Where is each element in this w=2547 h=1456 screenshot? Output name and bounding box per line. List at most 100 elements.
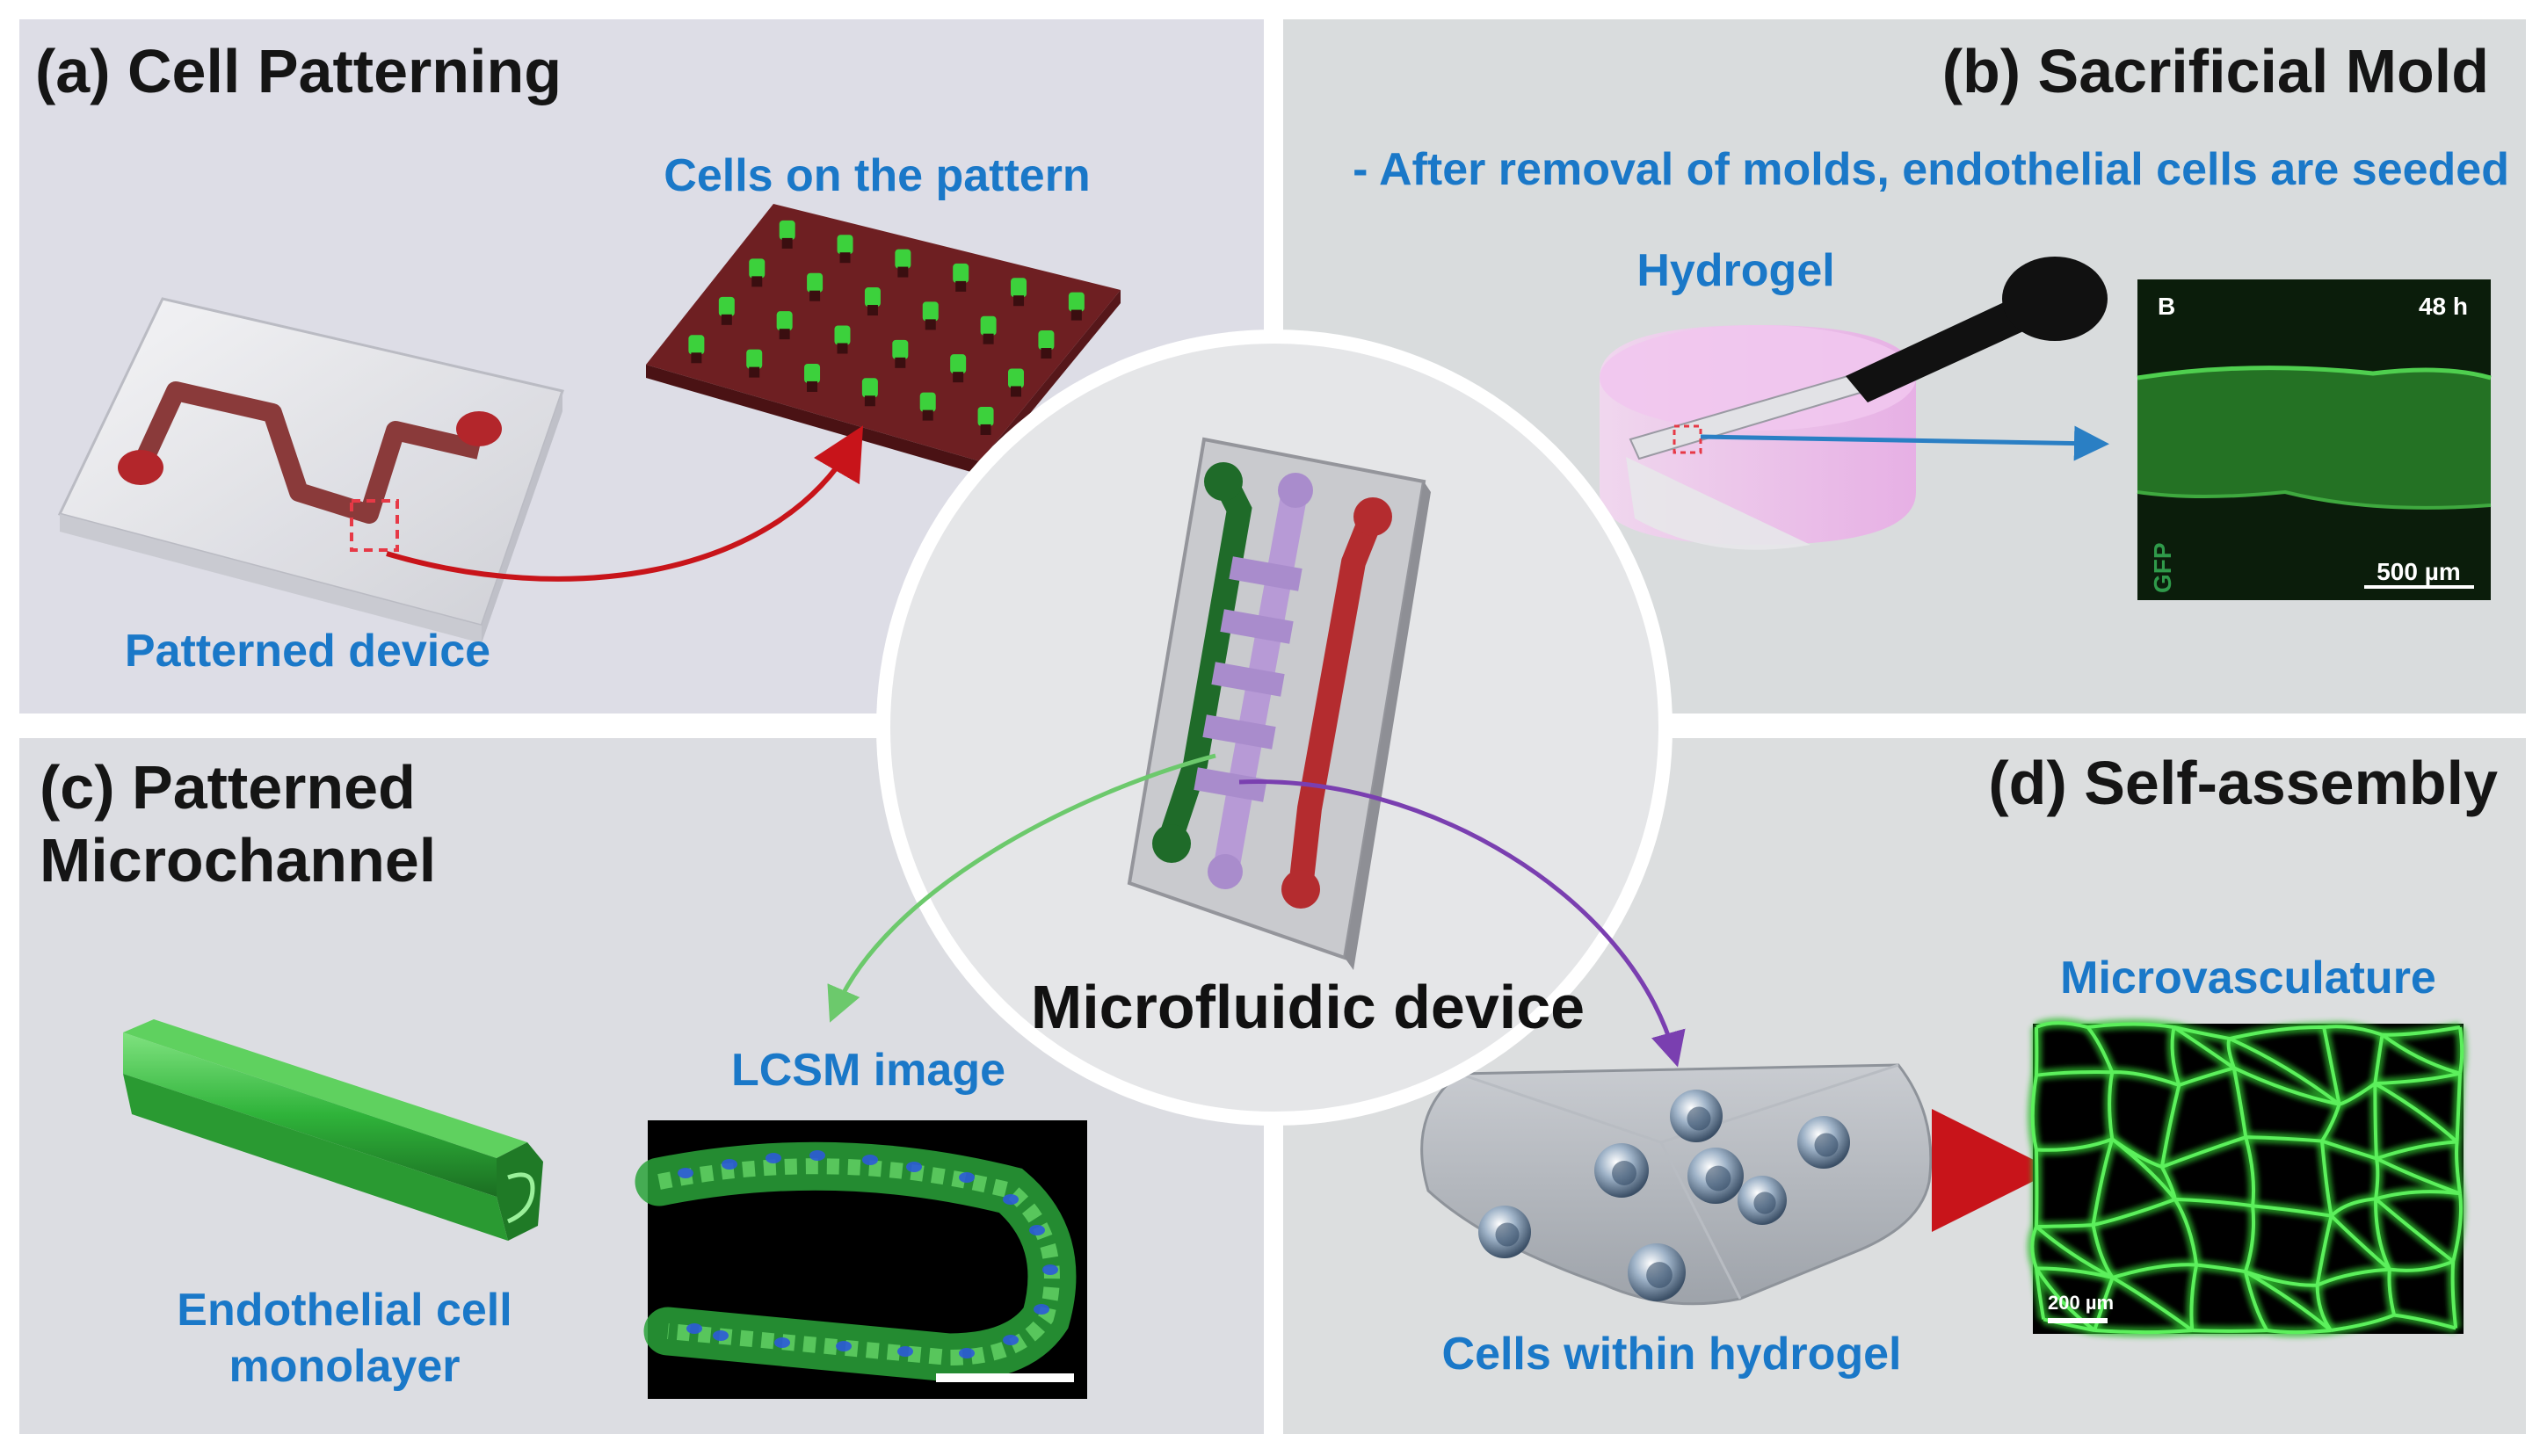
pattern-cell-shadow (925, 319, 936, 330)
vessel-segment (2189, 1264, 2199, 1331)
vessel-segment (2267, 1329, 2332, 1335)
pattern-cell-shadow (867, 305, 878, 316)
pattern-cell-shadow (721, 314, 732, 325)
pattern-cell (779, 220, 795, 240)
vessel-segment (2322, 1026, 2341, 1105)
pattern-cell (892, 339, 909, 359)
pattern-cell (688, 335, 705, 355)
hydrogel-cell-nucleus (1687, 1106, 1711, 1131)
pattern-cell (1007, 368, 1024, 388)
vessel-segment (2030, 1075, 2038, 1150)
pattern-cell (749, 258, 766, 279)
lcsm-nucleus (766, 1153, 781, 1163)
lcsm-nucleus (678, 1168, 693, 1178)
vessel-segment (2330, 1214, 2391, 1271)
pattern-cell (864, 287, 881, 308)
vessel-segment (2244, 1136, 2256, 1206)
vessel-segment (2245, 1270, 2318, 1287)
red-curved-arrow (386, 425, 864, 582)
lcsm-nucleus (722, 1159, 737, 1170)
pattern-cell (950, 354, 967, 374)
vessel-segment (2087, 1022, 2174, 1029)
purple-curved-arrow (1238, 779, 1686, 1068)
lcsm-image (635, 1120, 1087, 1399)
vessel-segment (2173, 1025, 2235, 1069)
pattern-cell (977, 406, 994, 426)
pattern-cell-shadow (1013, 295, 1025, 307)
vessel-segment (2330, 1313, 2395, 1332)
vessel-segment (2035, 1267, 2096, 1332)
pattern-cell-shadow (983, 333, 994, 344)
panel-c-title-line1: (c) Patterned (40, 753, 416, 822)
vessel-segment (2246, 1135, 2323, 1143)
cells-on-pattern-illustration (646, 204, 1121, 474)
endothelial-tube-illustration (123, 1019, 543, 1241)
pattern-cell (837, 235, 853, 255)
pattern-cell-shadow (691, 352, 702, 364)
pattern-cell-shadow (953, 372, 964, 383)
hydrogel-cell-nucleus (1495, 1222, 1520, 1247)
vessel-segment (2093, 1277, 2115, 1331)
label-endothelial-line1: Endothelial cell (177, 1285, 512, 1336)
gfp-channel-label: GFP (2149, 542, 2176, 593)
lcsm-nucleus (1003, 1335, 1019, 1345)
vessel-segment (2243, 1271, 2269, 1332)
blue-arrow (1700, 425, 2109, 461)
vessel-segment (2091, 1224, 2115, 1279)
vessel-segment (2035, 1070, 2113, 1077)
pattern-cell-shadow (1010, 386, 1021, 397)
gfp-channel-image: B 48 h GFP 500 µm (2137, 279, 2492, 600)
label-patterned-device: Patterned device (125, 626, 490, 677)
lcsm-nucleus (836, 1341, 852, 1351)
vessel-segment (2035, 1223, 2093, 1228)
vessel-segment (2320, 1104, 2341, 1142)
vessel-segment (2170, 1026, 2181, 1086)
pattern-cell-shadow (980, 424, 991, 435)
pattern-cell (953, 263, 969, 283)
pattern-cell (807, 272, 824, 293)
vessel-segment (2111, 1276, 2194, 1332)
hydrogel-cylinder-illustration (1600, 325, 1916, 550)
green-curved-arrow (827, 753, 1216, 1023)
vessel-segment (2376, 1140, 2457, 1161)
vessel-segment (2035, 1266, 2114, 1279)
pattern-cell (919, 392, 936, 412)
hydrogel-cell-nucleus (1814, 1133, 1839, 1157)
vessel-segment (2451, 1193, 2464, 1263)
gfp-image-time: 48 h (2419, 293, 2468, 320)
vessel-segment (2091, 1138, 2115, 1226)
pattern-cell (980, 315, 997, 336)
pattern-cell (804, 363, 821, 383)
vessel-segment (2393, 1313, 2456, 1330)
pattern-cell-shadow (749, 366, 760, 378)
vessel-segment (2373, 1083, 2379, 1159)
pattern-cell (1011, 278, 1027, 298)
pattern-cell-shadow (895, 357, 906, 368)
panel-d-title: (d) Self-assembly (1988, 749, 2498, 817)
vessel-segment (2321, 1139, 2377, 1161)
vessel-segment (2229, 1025, 2325, 1040)
lcsm-nucleus (686, 1323, 702, 1334)
vessel-segment (2035, 1021, 2088, 1029)
lcsm-nucleus (897, 1346, 913, 1357)
center-title: Microfluidic device (1031, 973, 1585, 1041)
pattern-cell (718, 296, 735, 316)
pattern-cell-shadow (807, 380, 818, 392)
label-cells-on-pattern: Cells on the pattern (664, 150, 1090, 201)
vessel-segment (2315, 1215, 2333, 1286)
vessel-segment (2229, 1037, 2340, 1106)
lcsm-nucleus (862, 1155, 878, 1165)
pattern-cell (861, 378, 878, 398)
vessel-segment (2252, 1204, 2332, 1218)
panel-b-title: (b) Sacrificial Mold (1942, 37, 2489, 105)
vessel-segment (2375, 1190, 2461, 1201)
vessel-segment (2111, 1137, 2177, 1201)
vessel-segment (2035, 1137, 2113, 1152)
vessel-segment (2112, 1263, 2197, 1279)
vessel-segment (2173, 1198, 2199, 1265)
pattern-cell-shadow (779, 329, 790, 340)
pattern-cell-shadow (1041, 348, 1052, 359)
vessel-segment (2387, 1269, 2397, 1316)
hydrogel-cell-nucleus (1705, 1165, 1731, 1192)
